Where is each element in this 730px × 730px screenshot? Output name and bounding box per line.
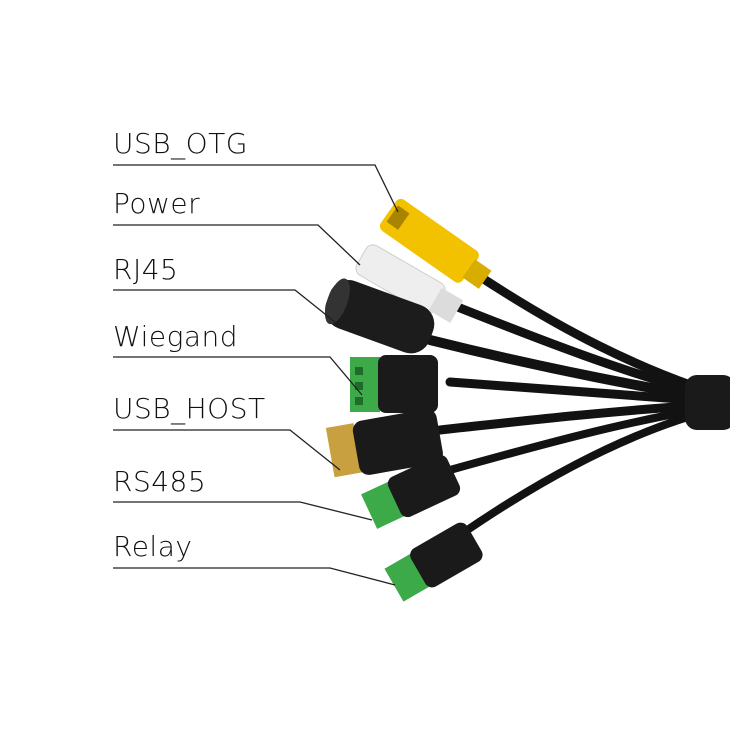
label-rj45: RJ45 [113, 253, 179, 286]
label-usb-host: USB_HOST [113, 392, 266, 425]
rj45-leader [113, 289, 336, 323]
cable-junction [685, 375, 730, 430]
power-connector [355, 244, 464, 323]
label-usb-otg: USB_OTG [113, 127, 248, 160]
rs485-connector [361, 454, 461, 529]
usb-otg-connector [379, 198, 492, 289]
cables [425, 265, 725, 539]
label-rs485: RS485 [113, 465, 207, 498]
relay-connector [384, 522, 483, 602]
rs485-leader [113, 501, 373, 521]
power-leader [113, 224, 361, 266]
power-cable [435, 295, 725, 403]
rj45-cable [425, 335, 725, 405]
label-wiegand: Wiegand [113, 320, 239, 353]
leader-lines [113, 164, 399, 586]
relay-leader [113, 567, 396, 586]
wiegand-leader [113, 356, 363, 396]
label-relay: Relay [113, 530, 193, 563]
rj45-connector [324, 278, 435, 354]
label-power: Power [113, 187, 201, 220]
usb-host-cable [435, 399, 725, 435]
wiegand-connector [350, 355, 438, 413]
usb-otg-leader [113, 164, 399, 213]
usb-host-leader [113, 429, 341, 471]
usb-host-connector [325, 409, 443, 478]
